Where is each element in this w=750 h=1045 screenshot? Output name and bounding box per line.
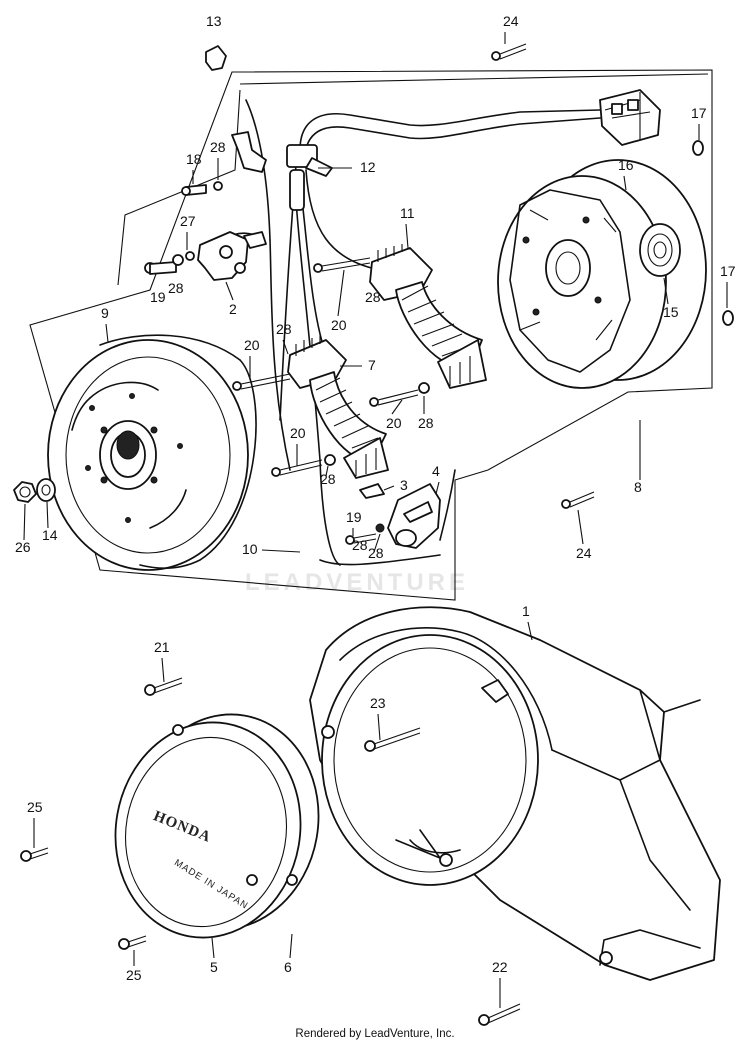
callout-leader — [435, 481, 440, 495]
callout-number: 10 — [242, 541, 258, 557]
washer-17-top — [692, 140, 704, 156]
callout-number: 24 — [503, 13, 519, 29]
callout-number: 8 — [634, 479, 642, 495]
callout-number: 1 — [522, 603, 530, 619]
callout-number: 20 — [386, 415, 402, 431]
callout-leader — [105, 323, 109, 343]
callout-leader — [577, 509, 584, 545]
screw-25-left — [20, 847, 49, 862]
callout-leader — [391, 399, 403, 415]
contact-breaker — [144, 231, 267, 281]
assembly-outline — [29, 69, 713, 601]
callout-number: 12 — [360, 159, 376, 175]
brush-holder — [345, 483, 441, 549]
callout-number: 2 — [229, 301, 237, 317]
callout-number: 28 — [352, 537, 368, 553]
harness-clamp — [286, 144, 333, 211]
callout-number: 4 — [432, 463, 440, 479]
callout-number: 28 — [276, 321, 292, 337]
callout-leader — [337, 269, 345, 317]
callout-leader — [225, 281, 234, 301]
callout-leader — [377, 713, 381, 741]
callout-leader — [373, 533, 381, 553]
callout-number: 9 — [101, 305, 109, 321]
screws-20 — [232, 257, 430, 477]
callout-leader — [623, 175, 627, 191]
callout-leader — [23, 503, 26, 541]
callout-number: 28 — [368, 545, 384, 561]
callout-leader — [663, 277, 669, 305]
screw-22 — [478, 1003, 521, 1026]
callout-number: 28 — [320, 471, 336, 487]
footer-credit: Rendered by LeadVenture, Inc. — [295, 1028, 455, 1040]
callout-leader — [405, 223, 409, 249]
callout-number: 5 — [210, 959, 218, 975]
screw-24-top — [491, 43, 527, 61]
callout-number: 28 — [365, 289, 381, 305]
flywheel — [47, 334, 257, 571]
callout-leader — [282, 339, 289, 355]
callout-leader — [325, 465, 329, 477]
callout-number: 24 — [576, 545, 592, 561]
callout-leader — [161, 657, 165, 683]
callout-number: 20 — [331, 317, 347, 333]
callout-number: 27 — [180, 213, 196, 229]
coil-7 — [287, 334, 389, 479]
callout-number: 28 — [210, 139, 226, 155]
callout-number: 25 — [27, 799, 43, 815]
callout-leader — [261, 549, 301, 553]
callout-number: 20 — [244, 337, 260, 353]
callout-number: 7 — [368, 357, 376, 373]
callout-number: 14 — [42, 527, 58, 543]
callout-number: 19 — [150, 289, 166, 305]
screw-18 — [181, 181, 223, 196]
callout-number: 13 — [206, 13, 222, 29]
callout-leader — [46, 501, 49, 529]
callout-number: 22 — [492, 959, 508, 975]
crankcase-cover — [309, 606, 721, 981]
nut-and-washer — [13, 478, 56, 503]
callout-number: 21 — [154, 639, 170, 655]
washer-17-right — [722, 310, 734, 326]
callout-number: 16 — [618, 157, 634, 173]
callout-number: 17 — [720, 263, 736, 279]
callout-number: 3 — [400, 477, 408, 493]
callout-number: 20 — [290, 425, 306, 441]
bracket — [231, 131, 267, 173]
callout-leader — [527, 621, 533, 641]
callout-leader — [289, 933, 293, 959]
callout-number: 28 — [418, 415, 434, 431]
callout-number: 6 — [284, 959, 292, 975]
callout-number: 17 — [691, 105, 707, 121]
callout-leader — [211, 937, 215, 959]
screw-23 — [364, 727, 421, 752]
screw-21 — [144, 677, 183, 696]
connector — [599, 89, 661, 146]
callout-number: 25 — [126, 967, 142, 983]
callout-number: 18 — [186, 151, 202, 167]
stator-plate — [497, 159, 707, 389]
screw-25-bottom — [118, 935, 147, 950]
callout-number: 28 — [168, 280, 184, 296]
nut-13 — [205, 45, 227, 71]
callout-leader — [383, 485, 395, 491]
callout-number: 15 — [663, 304, 679, 320]
callout-number: 23 — [370, 695, 386, 711]
callout-number: 26 — [15, 539, 31, 555]
outer-cover: HONDA MADE IN JAPAN — [114, 721, 302, 939]
callout-number: 11 — [400, 205, 415, 221]
coil-11 — [369, 244, 487, 389]
callout-number: 19 — [346, 509, 362, 525]
screw-24-right — [561, 491, 595, 509]
